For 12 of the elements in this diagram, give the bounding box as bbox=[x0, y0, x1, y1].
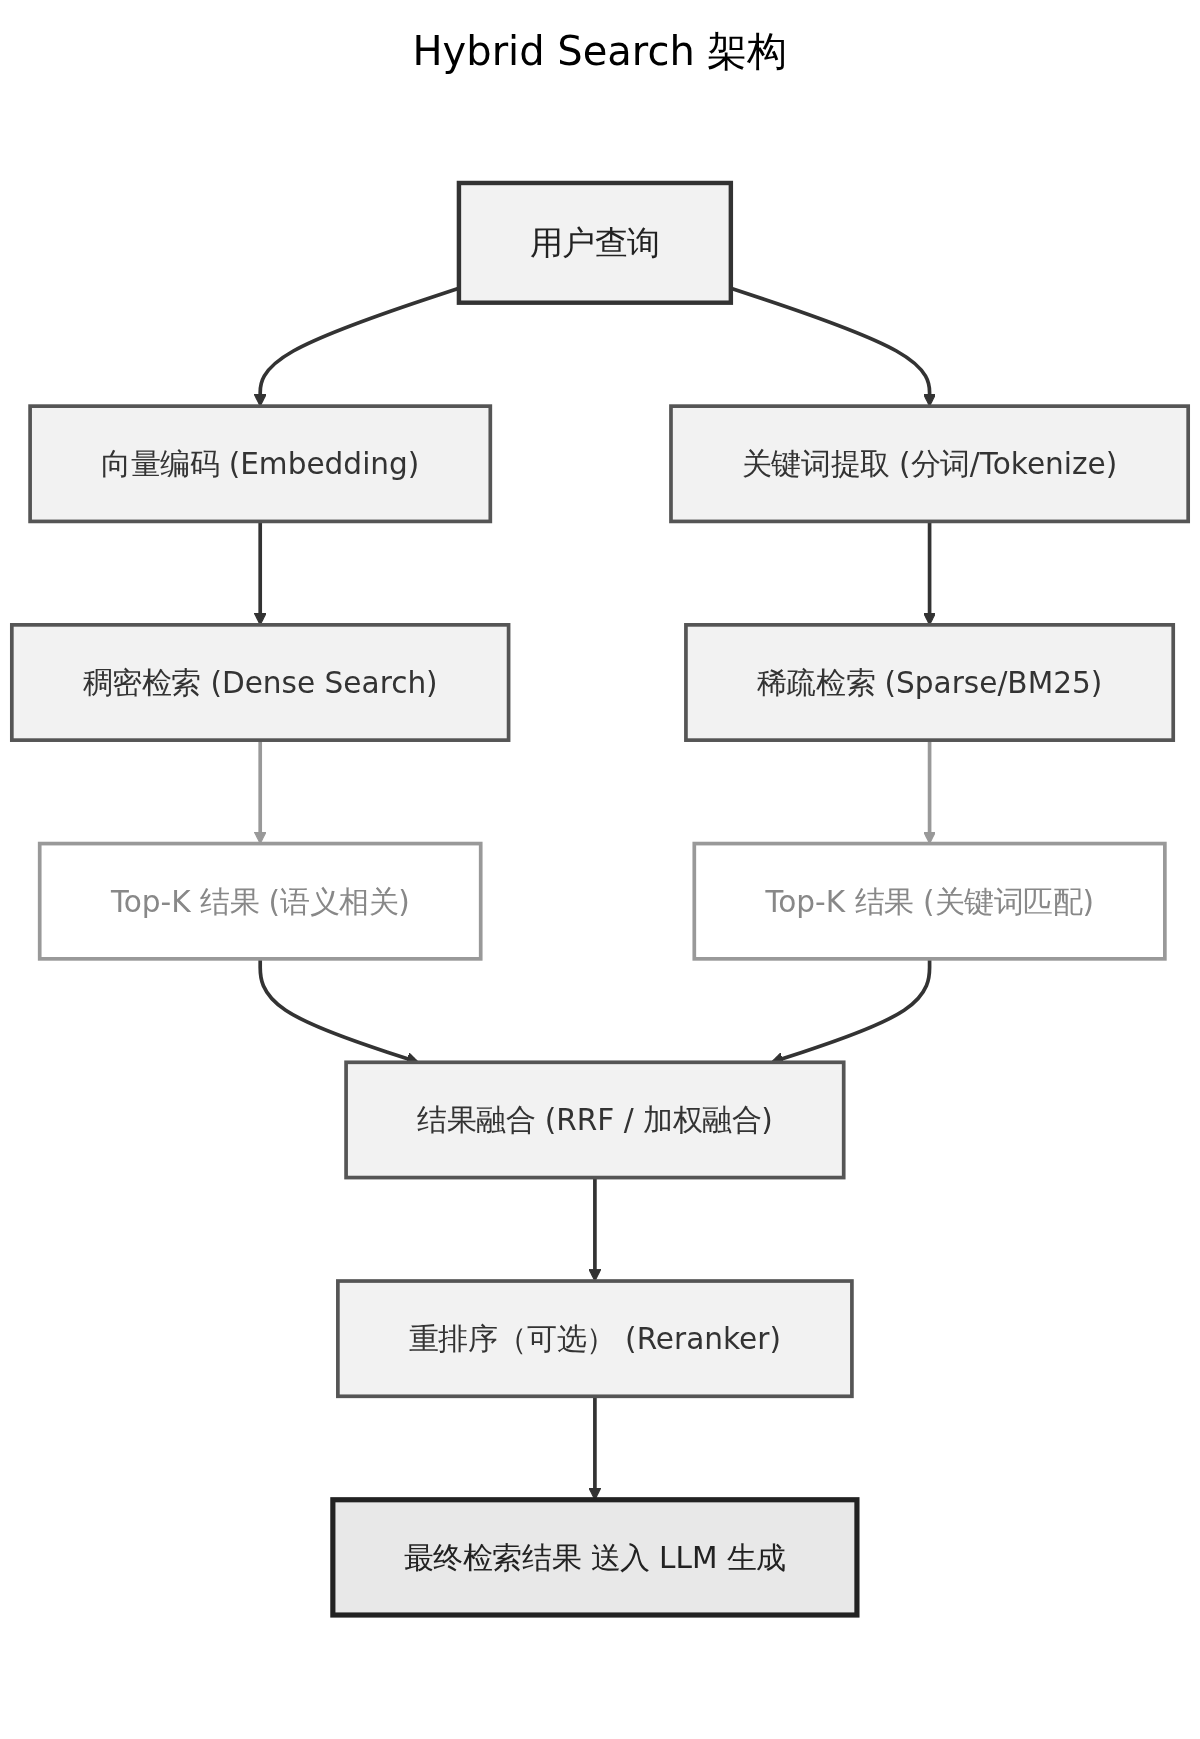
node-box: 结果融合 (RRF / 加权融合) bbox=[344, 1060, 846, 1180]
node-box: 关键词提取 (分词/Tokenize) bbox=[669, 404, 1191, 524]
node-box: 稀疏检索 (Sparse/BM25) bbox=[684, 623, 1176, 742]
node-box: 重排序（可选） (Reranker) bbox=[336, 1279, 854, 1399]
node-box: 用户查询 bbox=[456, 180, 734, 305]
node-box: 向量编码 (Embedding) bbox=[28, 404, 493, 524]
node-box: Top-K 结果 (关键词匹配) bbox=[692, 841, 1167, 961]
arrow bbox=[588, 1177, 602, 1282]
node-box: Top-K 结果 (语义相关) bbox=[37, 841, 483, 961]
node-box: 稠密检索 (Dense Search) bbox=[9, 623, 511, 742]
diagram-title: Hybrid Search 架构 bbox=[411, 27, 789, 76]
node-box: 最终检索结果 送入 LLM 生成 bbox=[330, 1497, 860, 1618]
